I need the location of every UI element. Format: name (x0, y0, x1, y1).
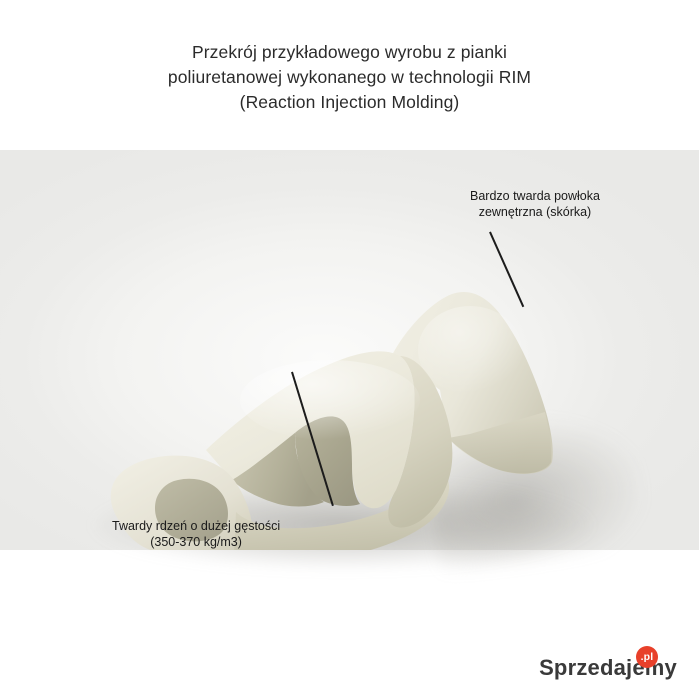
part-right-base-edge (448, 412, 552, 474)
watermark-badge: .pl (636, 646, 658, 668)
part-right-highlight (418, 306, 522, 394)
page-title-line-2: poliuretanowej wykonanego w technologii … (167, 67, 532, 87)
foam-part-illustration (110, 292, 553, 550)
part-arch-inner-wall (232, 432, 324, 507)
callout-outer-skin-line-1: Bardzo twarda powłoka (470, 189, 600, 203)
part-left-lobe-cavity (154, 478, 228, 542)
product-photo (0, 150, 699, 574)
page-title: Przekrój przykładowego wyrobu z pianki p… (0, 40, 699, 115)
part-top-highlight (240, 360, 420, 440)
callout-dense-core-line-1: Twardy rdzeń o dużej gęstości (112, 519, 281, 533)
page-title-line-1: Przekrój przykładowego wyrobu z pianki (191, 42, 508, 62)
part-right-flank (388, 356, 453, 528)
callout-outer-skin-line-2: zewnętrzna (skórka) (478, 205, 592, 219)
callout-dense-core-line-2: (350-370 kg/m3) (150, 535, 242, 549)
callout-outer-skin: Bardzo twarda powłoka zewnętrzna (skórka… (470, 188, 600, 220)
watermark: Sprzedajemy .pl (539, 646, 677, 681)
page-title-line-3: (Reaction Injection Molding) (239, 92, 460, 112)
callout-dense-core: Twardy rdzeń o dużej gęstości (350-370 k… (112, 518, 280, 550)
